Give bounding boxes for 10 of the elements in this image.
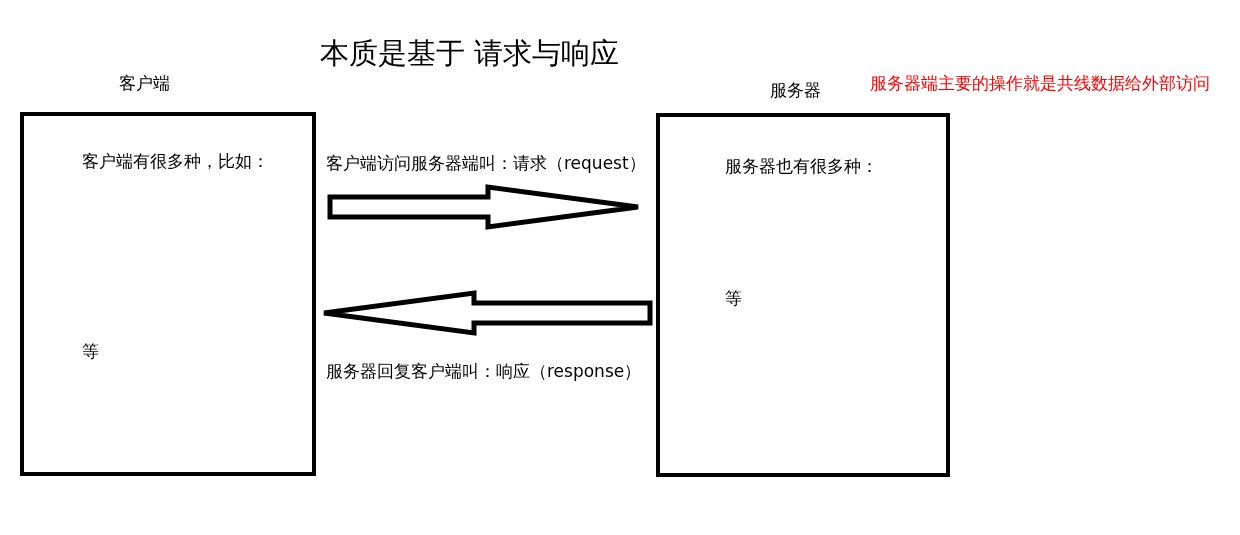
box-text: 等 [725, 287, 742, 310]
note-text: 服务器端主要的操作就是共线数据给外部访问 [870, 72, 1210, 95]
box-heading: 客户端 [119, 72, 170, 95]
block-arrow [321, 290, 653, 336]
box-text: 客户端有很多种，比如： [82, 150, 269, 173]
block-arrow [327, 184, 641, 230]
diagram-title: 本质是基于 请求与响应 [320, 35, 620, 72]
box-text: 服务器也有很多种： [725, 155, 878, 178]
box-heading: 服务器 [770, 79, 821, 102]
box-text: 等 [82, 340, 99, 363]
